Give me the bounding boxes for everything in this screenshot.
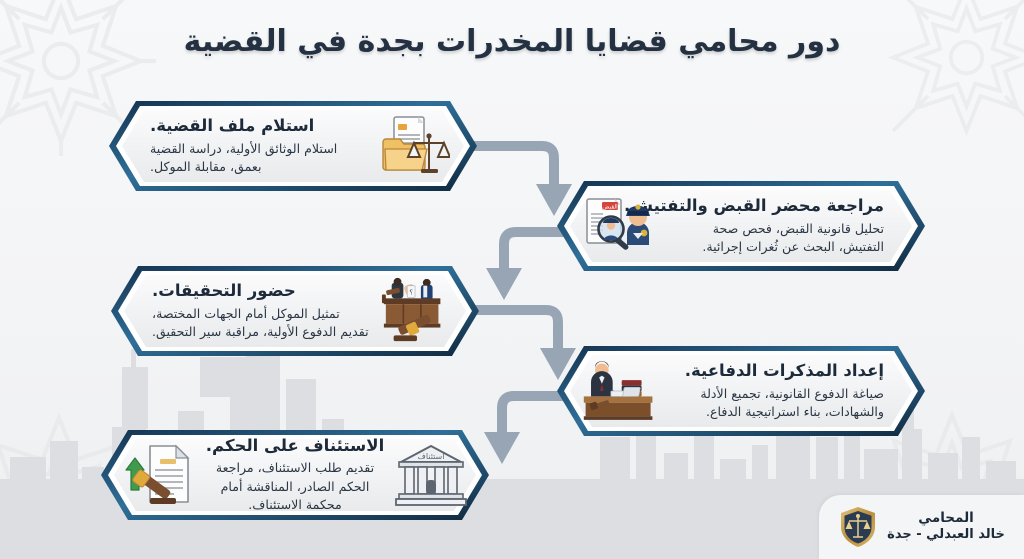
appeal-document-gavel-icon	[122, 440, 196, 510]
footer-line-1: المحامي	[918, 509, 974, 526]
svg-text:القبض: القبض	[602, 204, 618, 211]
step-card-2[interactable]: القبض	[556, 180, 926, 272]
lawyer-desk-icon	[582, 356, 656, 426]
step-2-heading: مراجعة محضر القبض والتفتيش.	[624, 195, 884, 215]
courtroom-gavel-icon: ؟	[380, 276, 454, 346]
step-4-heading: إعداد المذكرات الدفاعية.	[684, 360, 884, 380]
svg-text:؟: ؟	[409, 288, 413, 296]
step-5-body: تقديم طلب الاستئناف، مراجعة الحكم الصادر…	[215, 460, 375, 512]
step-card-3[interactable]: ؟	[110, 265, 480, 357]
footer-line-2: خالد العبدلي - جدة	[887, 527, 1005, 543]
step-1-heading: استلام ملف القضية.	[150, 115, 315, 135]
step-1-body: استلام الوثائق الأولية، دراسة القضية بعم…	[150, 140, 338, 174]
footer-branding: المحامي خالد العبدلي - جدة	[819, 495, 1024, 559]
step-3-heading: حضور التحقيقات.	[152, 280, 296, 300]
step-3-body: تمثيل الموكل أمام الجهات المختصة، تقديم …	[152, 305, 369, 339]
page-title: دور محامي قضايا المخدرات بجدة في القضية	[183, 24, 841, 59]
card-2-frame	[557, 181, 925, 271]
step-card-1[interactable]: استلام ملف القضية. استلام الوثائق الأولي…	[108, 100, 478, 192]
step-4-body: صياغة الدفوع القانونية، تجميع الأدلة وال…	[700, 385, 884, 419]
step-card-5[interactable]: استئناف الاستئناف على الحكم. تقديم طلب ا…	[100, 429, 490, 521]
card-3-frame	[111, 266, 479, 356]
step-card-4[interactable]: إعداد المذكرات الدفاعية. صياغة الدفوع ال…	[556, 345, 926, 437]
case-folder-scales-icon	[378, 111, 452, 181]
card-5-frame	[101, 430, 489, 520]
courthouse-label: استئناف	[418, 452, 445, 461]
shield-scales-logo	[841, 507, 876, 547]
courthouse-icon: استئناف	[394, 440, 468, 510]
police-report-magnifier-icon: القبض	[582, 191, 656, 261]
step-5-heading: الاستئناف على الحكم.	[205, 435, 385, 455]
step-2-body: تحليل قانونية القبض، فحص صحة التفتيش، ال…	[702, 220, 884, 254]
